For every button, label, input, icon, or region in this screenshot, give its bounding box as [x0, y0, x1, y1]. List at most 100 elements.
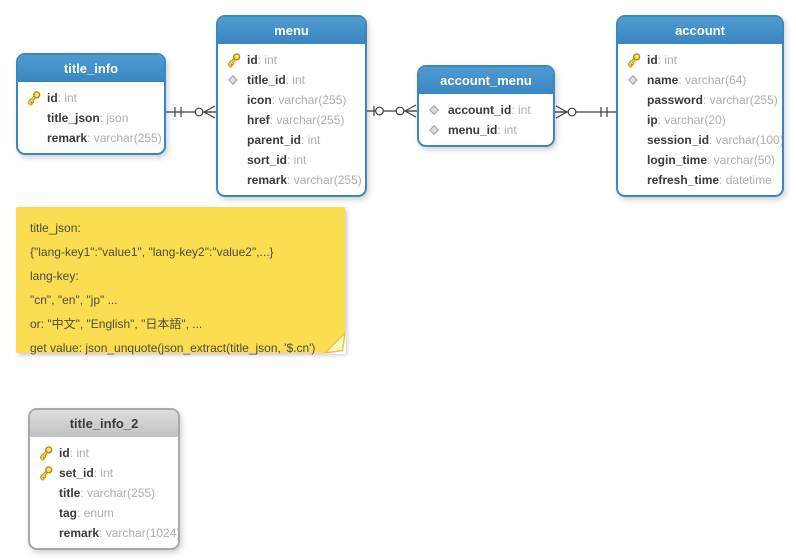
- field-name: account_id: [448, 103, 512, 117]
- no-icon: [38, 505, 59, 521]
- table-name: menu: [274, 23, 309, 38]
- entity-table-title_info[interactable]: title_info id : int title_json : json re…: [16, 53, 166, 155]
- field-type: : int: [511, 103, 531, 117]
- field-row[interactable]: remark : varchar(255): [18, 128, 164, 148]
- field-name: set_id: [59, 466, 94, 480]
- field-row[interactable]: password : varchar(255): [618, 90, 782, 110]
- field-type: : int: [287, 153, 307, 167]
- field-type: : int: [69, 446, 90, 460]
- field-row[interactable]: login_time : varchar(50): [618, 150, 782, 170]
- entity-table-account[interactable]: account id : int name : varchar(64) pass…: [616, 15, 784, 197]
- table-name: title_info: [63, 61, 119, 76]
- relationship-title_info-menu[interactable]: [166, 105, 216, 119]
- table-name: account_menu: [440, 73, 532, 88]
- entity-table-account_menu[interactable]: account_menu account_id : int menu_id : …: [417, 65, 555, 147]
- relationship-menu-account_menu[interactable]: [367, 104, 417, 118]
- field-row[interactable]: title_json : json: [18, 108, 164, 128]
- field-name: login_time: [647, 153, 708, 167]
- entity-table-menu[interactable]: menu id : int title_id : int icon : varc…: [216, 15, 367, 197]
- field-name: ip: [647, 113, 658, 127]
- field-row[interactable]: id : int: [218, 50, 365, 70]
- table-body: id : int title_id : int icon : varchar(2…: [218, 44, 365, 195]
- field-type: : datetime: [719, 173, 772, 187]
- note-line: lang-key:: [30, 269, 79, 283]
- field-row[interactable]: set_id : int: [30, 463, 178, 483]
- field-row[interactable]: parent_id : int: [218, 130, 365, 150]
- no-icon: [226, 152, 247, 168]
- no-icon: [226, 172, 247, 188]
- primary-key-glyph: [627, 53, 641, 68]
- no-icon: [226, 92, 247, 108]
- field-name: href: [247, 113, 270, 127]
- field-row[interactable]: ip : varchar(20): [618, 110, 782, 130]
- no-icon: [626, 152, 647, 168]
- field-row[interactable]: remark : varchar(255): [218, 170, 365, 190]
- field-row[interactable]: id : int: [18, 88, 164, 108]
- field-type: : int: [301, 133, 321, 147]
- no-icon: [38, 525, 59, 541]
- field-name: tag: [59, 506, 77, 520]
- field-row[interactable]: href : varchar(255): [218, 110, 365, 130]
- field-name: id: [47, 91, 58, 105]
- field-name: session_id: [647, 133, 710, 147]
- table-header[interactable]: account_menu: [419, 67, 553, 94]
- no-icon: [38, 485, 59, 501]
- foreign-key-icon: [226, 72, 247, 88]
- field-name: remark: [59, 526, 100, 540]
- table-body: id : int name : varchar(64) password : v…: [618, 44, 782, 195]
- foreign-key-icon: [427, 122, 448, 138]
- no-icon: [626, 132, 647, 148]
- field-type: : json: [99, 111, 129, 125]
- foreign-key-icon: [626, 72, 647, 88]
- field-row[interactable]: menu_id : int: [419, 120, 553, 140]
- table-name: account: [675, 23, 725, 38]
- field-type: : enum: [77, 506, 114, 520]
- field-row[interactable]: title_id : int: [218, 70, 365, 90]
- field-name: title: [59, 486, 81, 500]
- foreign-key-glyph: [429, 105, 439, 115]
- table-header[interactable]: menu: [218, 17, 365, 44]
- note-line: {"lang-key1":"value1", "lang-key2":"valu…: [30, 245, 274, 259]
- field-row[interactable]: remark : varchar(1024): [30, 523, 178, 543]
- field-row[interactable]: sort_id : int: [218, 150, 365, 170]
- table-name: title_info_2: [69, 416, 139, 431]
- field-type: : varchar(50): [707, 153, 776, 167]
- field-type: : varchar(255): [271, 93, 347, 107]
- no-icon: [626, 172, 647, 188]
- field-row[interactable]: name : varchar(64): [618, 70, 782, 90]
- field-row[interactable]: refresh_time : datetime: [618, 170, 782, 190]
- field-row[interactable]: icon : varchar(255): [218, 90, 365, 110]
- no-icon: [226, 132, 247, 148]
- note-line: title_json:: [30, 221, 81, 235]
- sticky-note[interactable]: title_json: {"lang-key1":"value1", "lang-…: [16, 207, 346, 355]
- relationship-account_menu-account[interactable]: [555, 105, 616, 119]
- field-name: id: [247, 53, 258, 67]
- no-icon: [26, 130, 47, 146]
- primary-key-glyph: [227, 53, 241, 68]
- primary-key-glyph: [27, 91, 41, 106]
- field-name: sort_id: [247, 153, 288, 167]
- field-row[interactable]: session_id : varchar(100): [618, 130, 782, 150]
- field-type: : varchar(100): [709, 133, 784, 147]
- field-row[interactable]: account_id : int: [419, 100, 553, 120]
- field-row[interactable]: title : varchar(255): [30, 483, 178, 503]
- field-name: id: [647, 53, 658, 67]
- field-row[interactable]: id : int: [30, 443, 178, 463]
- primary-key-icon: [626, 52, 647, 68]
- field-type: : int: [257, 53, 278, 67]
- foreign-key-glyph: [228, 75, 238, 85]
- field-type: : varchar(255): [269, 113, 345, 127]
- field-row[interactable]: tag : enum: [30, 503, 178, 523]
- field-type: : varchar(255): [287, 173, 362, 187]
- table-header[interactable]: title_info_2: [30, 410, 178, 437]
- no-icon: [626, 92, 647, 108]
- note-fold-corner: [324, 332, 346, 354]
- table-header[interactable]: account: [618, 17, 782, 44]
- table-header[interactable]: title_info: [18, 55, 164, 82]
- field-row[interactable]: id : int: [618, 50, 782, 70]
- table-body: account_id : int menu_id : int: [419, 94, 553, 145]
- field-name: password: [647, 93, 704, 107]
- no-icon: [26, 110, 47, 126]
- entity-table-title_info_2[interactable]: title_info_2 id : int set_id : int title…: [28, 408, 180, 550]
